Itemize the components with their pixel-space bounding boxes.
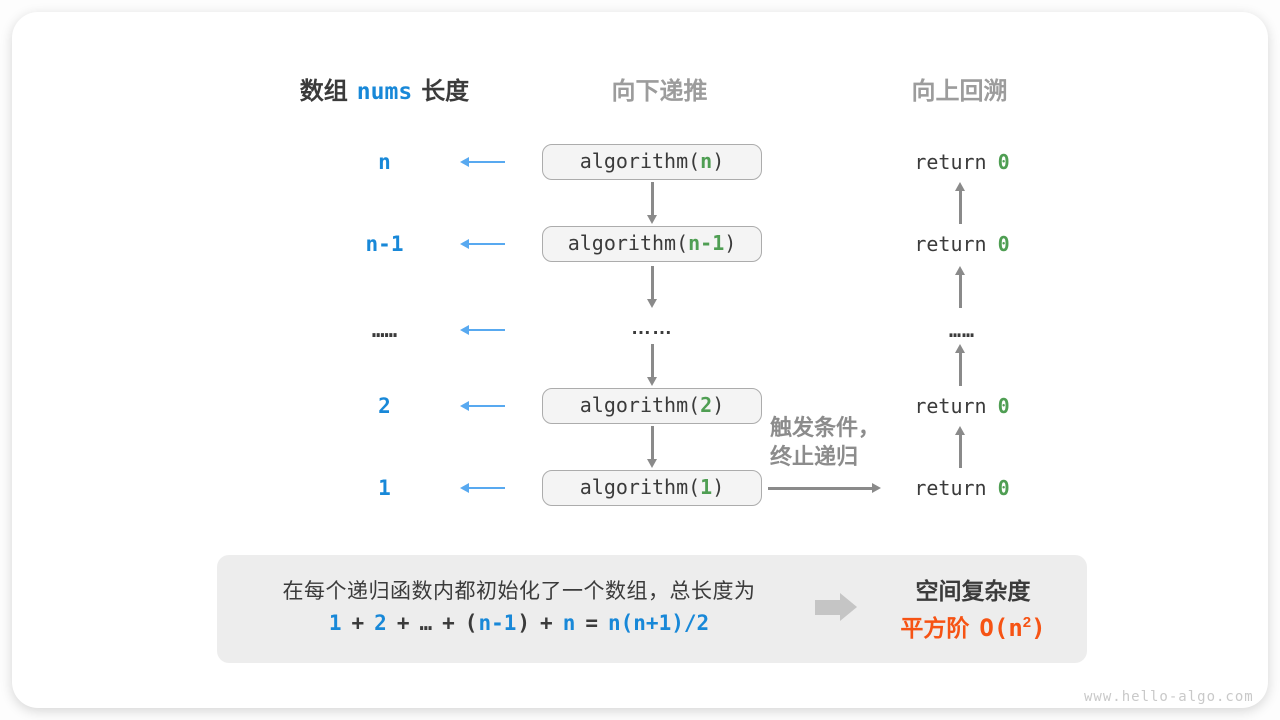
- return-value: 0: [997, 394, 1010, 418]
- up-arrow-icon: [955, 426, 965, 468]
- formula-operator: +: [442, 611, 455, 635]
- down-arrow-icon: [647, 344, 657, 386]
- return-keyword: return: [914, 232, 987, 256]
- call-ellipsis: ……: [631, 317, 673, 339]
- call-close: ): [712, 149, 725, 173]
- header-nums-code: nums: [356, 79, 413, 105]
- call-open: algorithm(: [579, 149, 701, 173]
- call-arg: n: [700, 149, 713, 173]
- size-label-n-1: n-1: [365, 232, 404, 256]
- formula-equals: =: [585, 611, 598, 635]
- call-close: ): [712, 393, 725, 417]
- call-box-n-1: algorithm(n-1): [542, 226, 762, 262]
- big-o-exponent: 2: [1022, 614, 1032, 631]
- big-o-open: O(n: [979, 614, 1023, 642]
- size-label-2: 2: [378, 394, 391, 418]
- call-open: algorithm(: [579, 393, 701, 417]
- summary-description: 在每个递归函数内都初始化了一个数组，总长度为: [282, 580, 756, 603]
- left-arrow-icon: [460, 157, 505, 167]
- left-arrow-icon: [460, 483, 505, 493]
- up-arrow-icon: [955, 182, 965, 224]
- big-o-close: ): [1031, 614, 1046, 642]
- return-statement: return 0: [892, 393, 1032, 419]
- call-close: ): [724, 231, 737, 255]
- space-complexity-value: 平方阶 O(n2): [867, 609, 1079, 643]
- down-arrow-icon: [647, 266, 657, 308]
- header-array-label: 数组: [299, 78, 348, 105]
- call-arg: 2: [700, 393, 713, 417]
- column-header-backtrack-up: 向上回溯: [911, 78, 1008, 105]
- left-arrow-icon: [460, 325, 505, 335]
- column-header-recurse-down: 向下递推: [611, 78, 708, 105]
- return-keyword: return: [914, 476, 987, 500]
- formula-operator: +: [396, 611, 410, 635]
- formula-ellipsis: …: [419, 611, 433, 635]
- call-box-n: algorithm(n): [542, 144, 762, 180]
- size-label-n: n: [378, 150, 391, 174]
- down-arrow-icon: [647, 182, 657, 224]
- call-arg: 1: [700, 475, 713, 499]
- return-statement: return 0: [892, 231, 1032, 257]
- formula-result: n(n+1)/2: [608, 611, 710, 635]
- call-open: algorithm(: [579, 475, 701, 499]
- watermark-url: www.hello-algo.com: [1084, 689, 1254, 705]
- down-arrow-icon: [647, 426, 657, 468]
- call-box-1: algorithm(1): [542, 470, 762, 506]
- size-label-1: 1: [378, 476, 391, 500]
- call-close: ): [712, 475, 725, 499]
- size-label-ellipsis: ……: [371, 318, 398, 342]
- return-value: 0: [997, 150, 1010, 174]
- formula-term: n-1: [478, 611, 517, 635]
- up-arrow-icon: [955, 344, 965, 386]
- return-value: 0: [997, 232, 1010, 256]
- formula-term: n: [562, 611, 576, 635]
- complexity-order-label: 平方阶: [900, 615, 970, 641]
- block-arrow-head-icon: [840, 593, 857, 621]
- formula-operator: +: [540, 611, 553, 635]
- formula-term: 1: [328, 611, 342, 635]
- formula-paren-open: (: [464, 611, 478, 635]
- header-length-label: 长度: [421, 78, 470, 105]
- return-statement: return 0: [892, 149, 1032, 175]
- formula-paren-close: ): [517, 611, 531, 635]
- up-arrow-icon: [955, 266, 965, 308]
- space-complexity-title: 空间复杂度: [915, 578, 1031, 604]
- summary-formula: 1 +2 + … + (n-1) + n = n(n+1)/2: [229, 611, 809, 635]
- return-value: 0: [997, 476, 1010, 500]
- summary-panel: 在每个递归函数内都初始化了一个数组，总长度为 1 +2 + … + (n-1) + n = n(n…: [217, 555, 1087, 663]
- call-box-2: algorithm(2): [542, 388, 762, 424]
- formula-term: 2: [374, 611, 387, 635]
- base-case-line2: 终止递归: [770, 444, 859, 469]
- right-arrow-icon: [768, 483, 881, 493]
- left-arrow-icon: [460, 239, 505, 249]
- base-case-line1: 触发条件，: [770, 415, 881, 440]
- base-case-annotation: 触发条件， 终止递归: [770, 413, 888, 471]
- column-header-array-length: 数组 nums 长度: [267, 71, 502, 106]
- return-statement: return 0: [892, 475, 1032, 501]
- return-keyword: return: [914, 150, 987, 174]
- call-arg: n-1: [688, 231, 725, 255]
- formula-operator: +: [351, 611, 365, 635]
- return-keyword: return: [914, 394, 987, 418]
- left-arrow-icon: [460, 401, 505, 411]
- return-ellipsis: ……: [948, 318, 976, 342]
- call-open: algorithm(: [567, 231, 689, 255]
- block-arrow-icon: [815, 600, 840, 615]
